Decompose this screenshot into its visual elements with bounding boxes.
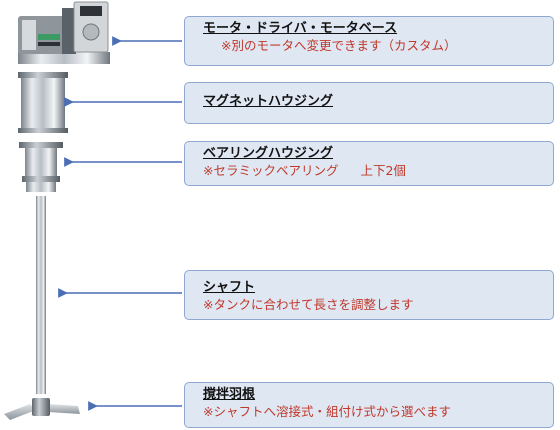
callout-impeller: 撹拌羽根 ※シャフトへ溶接式・組付け式から選べます [184, 382, 554, 428]
callout-impeller-title: 撹拌羽根 [203, 387, 256, 402]
callout-bearing-note: ※セラミックベアリング [203, 163, 339, 178]
bearing-housing-icon [19, 142, 63, 192]
shaft-icon [36, 196, 46, 394]
callout-shaft-title: シャフト [203, 280, 256, 295]
callout-bearing: ベアリングハウジング ※セラミックベアリング 上下2個 [184, 141, 554, 186]
callout-magnet-title: マグネットハウジング [203, 94, 334, 109]
motor-driver-unit-icon [18, 1, 110, 64]
callout-shaft-note: ※タンクに合わせて長さを調整します [203, 297, 414, 312]
callout-bearing-title: ベアリングハウジング [203, 146, 334, 161]
callout-magnet: マグネットハウジング [184, 82, 554, 124]
magnet-housing-icon [18, 72, 68, 133]
callout-shaft: シャフト ※タンクに合わせて長さを調整します [184, 270, 554, 320]
callout-bearing-note-extra: 上下2個 [360, 163, 406, 178]
callout-impeller-note: ※シャフトへ溶接式・組付け式から選べます [203, 404, 451, 419]
impeller-blade-icon [4, 398, 80, 420]
callout-motor-note: ※別のモータへ変更できます（カスタム） [221, 38, 457, 53]
callout-motor: モータ・ドライバ・モータベース ※別のモータへ変更できます（カスタム） [184, 16, 554, 66]
callout-motor-title: モータ・ドライバ・モータベース [203, 21, 398, 36]
